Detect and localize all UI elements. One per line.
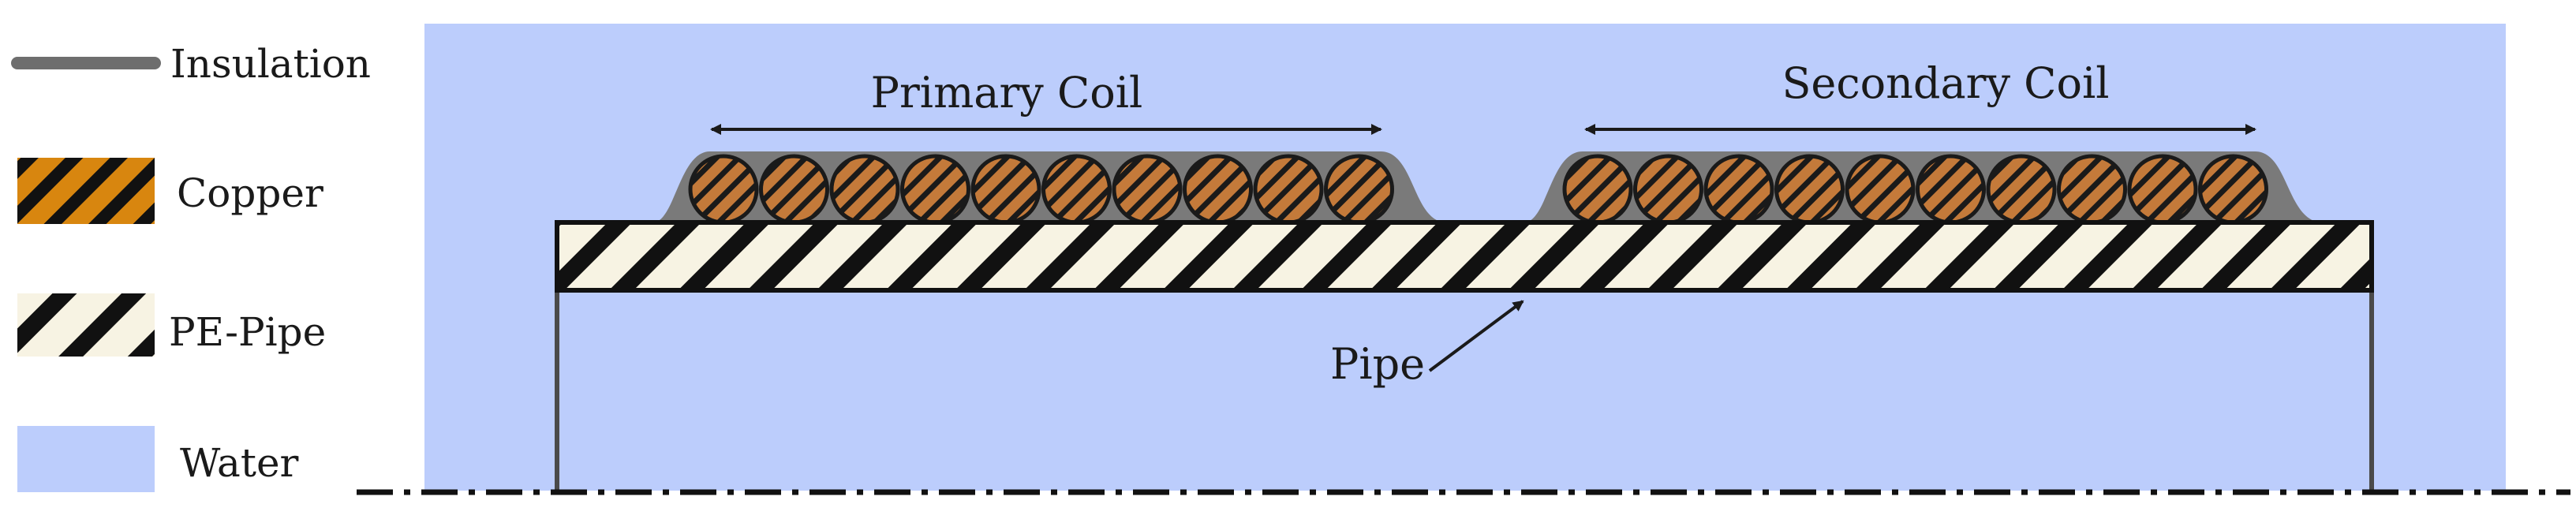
pe-pipe-wall: [555, 220, 2374, 293]
legend-label-copper: Copper: [177, 170, 323, 216]
primary-coil-wire-turn: [1253, 154, 1324, 225]
legend-item-copper: Copper: [17, 158, 323, 224]
legend-label-insulation: Insulation: [170, 41, 371, 87]
secondary-coil-wire-turn: [1562, 154, 1633, 225]
primary-coil-wire-turn: [759, 154, 829, 225]
secondary-coil-wire-turn: [1986, 154, 2057, 225]
primary-coil-wire-turn: [970, 154, 1041, 225]
pipe-label: Pipe: [1330, 339, 1425, 389]
legend-item-pe-pipe: PE-Pipe: [17, 293, 326, 357]
secondary-coil-wire-turn: [1845, 154, 1916, 225]
legend-label-pe-pipe: PE-Pipe: [169, 309, 326, 355]
primary-coil-wire-turn: [1324, 154, 1394, 225]
secondary-coil-wire-turn: [1916, 154, 1986, 225]
legend: Insulation Copper PE-Pipe Water: [11, 41, 371, 492]
secondary-coil-wire-turn: [2198, 154, 2268, 225]
legend-item-water: Water: [17, 426, 299, 492]
legend-label-water: Water: [180, 440, 299, 486]
primary-coil-wires: [688, 154, 1394, 225]
water-swatch: [17, 426, 155, 492]
secondary-coil-wire-turn: [2057, 154, 2127, 225]
secondary-coil-wire-turn: [2127, 154, 2198, 225]
primary-coil-wire-turn: [688, 154, 759, 225]
secondary-coil-label: Secondary Coil: [1782, 58, 2109, 108]
secondary-coil-wire-turn: [1633, 154, 1703, 225]
primary-coil-wire-turn: [900, 154, 970, 225]
pipe-pointer-arrow: [1428, 300, 1524, 372]
copper-swatch: [17, 158, 155, 224]
secondary-coil-wire-turn: [1703, 154, 1774, 225]
pe-pipe-swatch: [17, 293, 155, 357]
secondary-coil-wire-turn: [1774, 154, 1845, 225]
primary-coil-wire-turn: [1041, 154, 1112, 225]
primary-coil-wire-turn: [829, 154, 900, 225]
primary-coil-wire-turn: [1112, 154, 1183, 225]
legend-item-insulation: Insulation: [11, 41, 371, 87]
primary-coil-wire-turn: [1183, 154, 1253, 225]
primary-coil-label: Primary Coil: [871, 68, 1143, 118]
